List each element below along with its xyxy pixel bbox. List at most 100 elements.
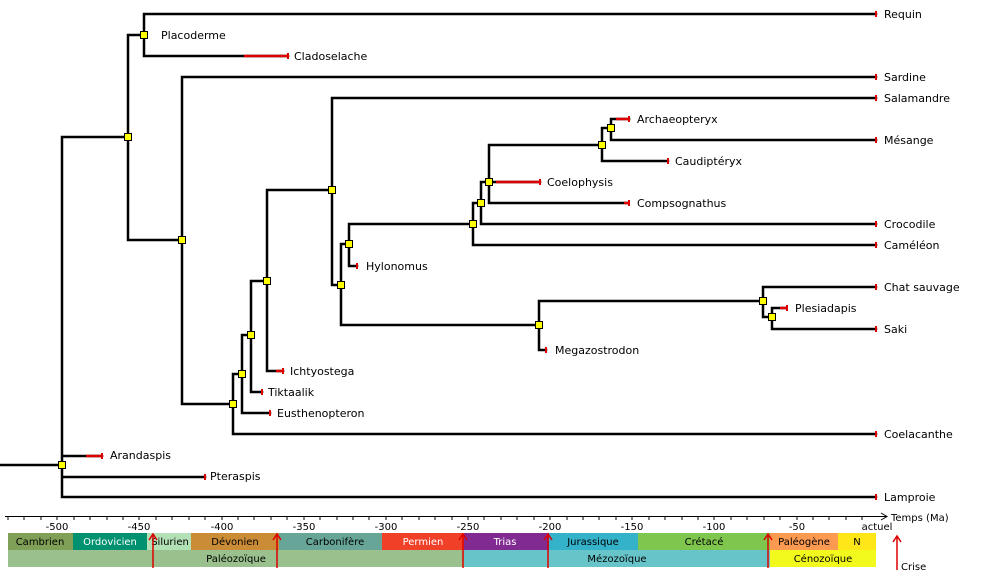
taxon-hylonomus[interactable]: Hylonomus [366, 260, 428, 273]
era-cenozoique[interactable] [770, 550, 876, 567]
geologic-eras: Paléozoïque Mézozoïque Cénozoïque [8, 550, 876, 567]
legend-crisis-label: Crise [901, 562, 926, 573]
era-label-cenozoique: Cénozoïque [794, 553, 853, 565]
taxon-tiktaalik[interactable]: Tiktaalik [267, 386, 315, 399]
branch-vertebrates [60, 135, 878, 499]
crisis-arrow-icon[interactable] [148, 532, 158, 568]
node-sauropsids[interactable] [345, 240, 353, 248]
tick-label: -200 [539, 522, 562, 533]
node-vertebrates[interactable] [58, 461, 66, 469]
taxon-requin[interactable]: Requin [884, 8, 922, 21]
node-maniraptors[interactable] [598, 141, 606, 149]
period-cretace[interactable] [638, 533, 770, 550]
period-silurien[interactable] [147, 533, 191, 550]
node-lissamphibia[interactable] [328, 186, 336, 194]
era-paleozoique[interactable] [8, 550, 464, 567]
period-label-neogene: N [853, 537, 860, 548]
node-archosaurs[interactable] [477, 199, 485, 207]
period-carbonifere[interactable] [279, 533, 382, 550]
crisis-arrow-icon[interactable] [543, 532, 553, 568]
node-gnathostomes[interactable] [124, 133, 132, 141]
node-tiktaalik[interactable] [247, 331, 255, 339]
period-label-devonien: Dévonien [211, 536, 259, 548]
period-label-paleogene: Paléogène [778, 536, 830, 548]
node-primates[interactable] [768, 313, 776, 321]
branch-amniotes [339, 242, 541, 327]
taxon-archaeopteryx[interactable]: Archaeopteryx [637, 113, 718, 126]
branch-sarcopterygii [231, 372, 878, 436]
node-osteichthyes[interactable] [178, 236, 186, 244]
taxon-crocodile[interactable]: Crocodile [884, 218, 936, 231]
period-cambrien[interactable] [8, 533, 73, 550]
extinct-lineages [86, 54, 787, 458]
period-ordovicien[interactable] [73, 533, 147, 550]
tick-label: -250 [457, 522, 480, 533]
node-diapsids[interactable] [469, 220, 477, 228]
tick-label: -150 [621, 522, 644, 533]
branch-dinosaurs [487, 143, 630, 205]
tree-nodes [58, 31, 776, 469]
node-placentals[interactable] [759, 297, 767, 305]
period-paleogene[interactable] [770, 533, 838, 550]
period-label-cambrien: Cambrien [16, 537, 65, 548]
tick-label: -500 [46, 522, 69, 533]
tick-label: -350 [293, 522, 316, 533]
taxon-pteraspis[interactable]: Pteraspis [210, 470, 261, 483]
tick-label: -100 [703, 522, 726, 533]
node-birds[interactable] [607, 124, 615, 132]
period-devonien[interactable] [191, 533, 279, 550]
branch-sauropsids [347, 222, 475, 268]
taxon-lamproie[interactable]: Lamproie [884, 491, 936, 504]
taxon-coelacanthe[interactable]: Coelacanthe [884, 428, 953, 441]
node-amniotes[interactable] [337, 281, 345, 289]
axis-title: Temps (Ma) [890, 513, 949, 524]
node-sarcopterygii[interactable] [229, 400, 237, 408]
taxon-compsognathus[interactable]: Compsognathus [637, 197, 727, 210]
extinction-crises [148, 532, 902, 570]
period-label-trias: Trias [493, 537, 517, 548]
branch-osteichthyes [180, 75, 878, 406]
node-mammals[interactable] [535, 321, 543, 329]
tick-label: -450 [128, 522, 151, 533]
taxon-placoderme[interactable]: Placoderme [161, 29, 226, 42]
period-label-carbonifere: Carbonifère [306, 536, 365, 548]
taxon-chat-sauvage[interactable]: Chat sauvage [884, 281, 960, 294]
taxon-chameleon[interactable]: Caméléon [884, 239, 939, 252]
taxon-arandaspis[interactable]: Arandaspis [110, 449, 171, 462]
branch-salamandre [330, 96, 878, 287]
legend-crisis-arrow-icon [892, 534, 902, 570]
period-label-cretace: Crétacé [685, 536, 724, 548]
node-tetrapodomorpha[interactable] [238, 370, 246, 378]
period-label-jurassique: Jurassique [566, 537, 619, 548]
taxon-megazostrodon[interactable]: Megazostrodon [555, 344, 639, 357]
taxon-cladoselache[interactable]: Cladoselache [294, 50, 368, 63]
period-jurassique[interactable] [549, 533, 638, 550]
node-tetrapods[interactable] [263, 277, 271, 285]
branch-chondrichthyes [142, 12, 878, 58]
era-mezozoique[interactable] [464, 550, 770, 567]
tick-label: -300 [375, 522, 398, 533]
taxon-saki[interactable]: Saki [884, 323, 907, 336]
crisis-arrow-icon[interactable] [458, 532, 468, 568]
tick-label: actuel [862, 522, 893, 533]
branch-tetrapods [265, 188, 334, 373]
time-axis: -500 -450 -400 -350 -300 -250 -200 -150 … [5, 512, 949, 533]
tip-markers [101, 11, 877, 500]
taxon-sardine[interactable]: Sardine [884, 71, 926, 84]
crisis-arrow-icon[interactable] [272, 532, 282, 568]
period-permien[interactable] [382, 533, 464, 550]
geologic-periods: Cambrien Ordovicien Silurien Dévonien Ca… [8, 533, 876, 550]
taxon-eusthenopteron[interactable]: Eusthenopteron [277, 407, 364, 420]
taxon-mesange[interactable]: Mésange [884, 134, 934, 147]
period-trias[interactable] [464, 533, 549, 550]
period-neogene[interactable] [838, 533, 876, 550]
node-chondrichthyes[interactable] [140, 31, 148, 39]
node-dinosaurs[interactable] [485, 178, 493, 186]
taxon-coelophysis[interactable]: Coelophysis [547, 176, 613, 189]
taxon-salamandre[interactable]: Salamandre [884, 92, 950, 105]
crisis-arrow-icon[interactable] [763, 532, 773, 568]
taxon-caudipteryx[interactable]: Caudiptéryx [675, 155, 743, 168]
taxon-ichthyostega[interactable]: Ichtyostega [290, 365, 354, 378]
taxon-plesiadapis[interactable]: Plesiadapis [795, 302, 857, 315]
